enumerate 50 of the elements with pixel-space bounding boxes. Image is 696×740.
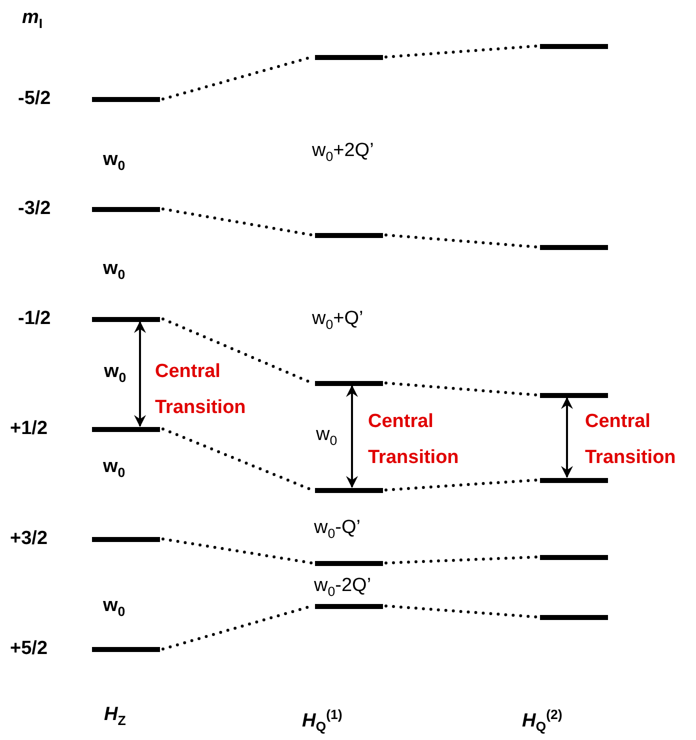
energy-level-bar bbox=[92, 206, 160, 212]
dotted-connector bbox=[384, 234, 538, 248]
double-arrow bbox=[346, 385, 358, 488]
axis-title: m$_{I}$ bbox=[22, 6, 43, 33]
frequency-label: w$_{0}$+Q’ bbox=[312, 307, 364, 334]
energy-level-bar bbox=[315, 380, 383, 386]
edge-label: w$_{0}$ bbox=[104, 360, 126, 387]
quantum-number: +1/2 bbox=[10, 417, 48, 441]
energy-level-bar bbox=[92, 316, 160, 322]
frequency-label: w$_{0}$+2Q’ bbox=[312, 139, 374, 166]
energy-level-bar bbox=[315, 488, 383, 492]
dotted-connector bbox=[162, 208, 314, 236]
frequency-label: w$_{0}$ bbox=[103, 148, 126, 175]
dotted-connector bbox=[384, 382, 538, 396]
quantum-number: +5/2 bbox=[10, 637, 48, 661]
quantum-number: +3/2 bbox=[10, 527, 48, 551]
energy-level-bar bbox=[315, 560, 383, 566]
dotted-connector bbox=[384, 44, 538, 58]
energy-level-bar bbox=[92, 536, 160, 542]
dotted-connector bbox=[384, 478, 538, 492]
energy-level-bar bbox=[315, 232, 383, 238]
energy-level-bar bbox=[92, 96, 160, 102]
dotted-connector bbox=[384, 604, 538, 618]
frequency-label: w$_{0}$ bbox=[103, 594, 126, 621]
dotted-connector bbox=[162, 538, 314, 564]
transition-label: Central Transition bbox=[585, 410, 677, 470]
quantum-number: -5/2 bbox=[18, 87, 51, 111]
frequency-label: w$_{0}$ bbox=[103, 455, 126, 482]
energy-level-bar bbox=[315, 604, 383, 608]
energy-level-bar bbox=[315, 54, 383, 60]
dotted-connector bbox=[384, 556, 538, 564]
energy-level-bar bbox=[92, 646, 160, 652]
quantum-number: -3/2 bbox=[18, 197, 51, 221]
energy-level-bar bbox=[540, 614, 608, 620]
energy-level-bar bbox=[540, 392, 608, 398]
energy-level-bar bbox=[540, 478, 608, 482]
transition-label: Central Transition bbox=[368, 410, 460, 470]
frequency-label: w$_{0}$-Q’ bbox=[314, 516, 360, 543]
energy-level-bar bbox=[92, 426, 160, 432]
energy-level-bar bbox=[540, 44, 608, 48]
edge-label: w$_{0}$ bbox=[316, 422, 338, 450]
transition-label: Central Transition bbox=[155, 360, 247, 420]
energy-level-bar bbox=[540, 244, 608, 250]
energy-level-bar bbox=[540, 554, 608, 560]
frequency-label: w$_{0}$-2Q’ bbox=[314, 574, 372, 601]
quantum-number: -1/2 bbox=[18, 307, 51, 331]
frequency-label: w$_{0}$ bbox=[103, 257, 126, 284]
column-label: H$_{Z}$ bbox=[104, 703, 126, 730]
double-arrow bbox=[561, 397, 573, 478]
double-arrow bbox=[134, 321, 146, 427]
